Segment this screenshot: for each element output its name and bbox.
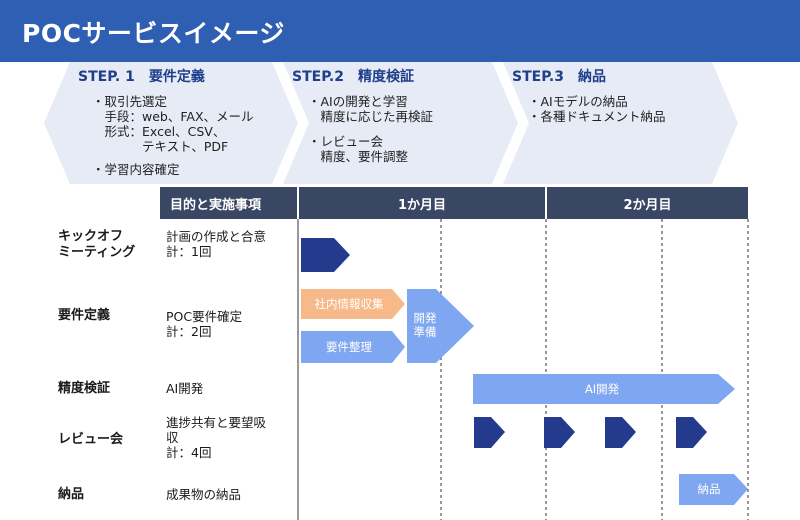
row-label-accuracy: 精度検証	[58, 381, 111, 396]
row-label-delivery: 納品	[58, 487, 85, 502]
delivery-label: 納品	[697, 482, 721, 496]
req-organize-bar	[301, 331, 405, 363]
step2-line: 精度、要件調整	[308, 149, 409, 164]
row-label-review: レビュー会	[58, 432, 124, 447]
dev-prep-label: 開発 準備	[413, 311, 437, 339]
info-collect-bar	[301, 289, 405, 319]
review-marker	[544, 417, 575, 448]
req-organize-label: 要件整理	[326, 340, 372, 354]
review-marker	[676, 417, 707, 448]
info-collect-label: 社内情報収集	[314, 297, 384, 311]
row-desc-requirements: POC要件確定 計：2回	[166, 309, 243, 339]
step1-title: STEP. 1 要件定義	[78, 69, 205, 85]
step3-chevron	[503, 62, 738, 184]
header-month2: 2か月目	[547, 187, 748, 219]
step2-text: ・AIの開発と学習 精度に応じた再検証 ・レビュー会 精度、要件調整	[308, 94, 433, 164]
row-label-requirements: 要件定義	[58, 308, 111, 323]
step1-line: テキスト、PDF	[92, 139, 229, 154]
row-desc-review: 進捗共有と要望吸 収 計：4回	[166, 415, 267, 460]
review-marker	[474, 417, 505, 448]
kickoff-marker	[301, 238, 350, 272]
step2-line: ・AIの開発と学習	[308, 94, 408, 109]
step1-line: 形式：Excel、CSV、	[92, 124, 226, 139]
row-label-kickoff: キックオフ ミーティング	[58, 229, 136, 260]
step1-line: ・取引先選定	[92, 94, 168, 109]
step2-title: STEP.2 精度検証	[292, 69, 414, 85]
step3-title: STEP.3 納品	[512, 69, 606, 85]
step1-text: ・取引先選定 手段：web、FAX、メール 形式：Excel、CSV、 テキスト…	[92, 94, 254, 177]
step2-line: ・レビュー会	[308, 134, 384, 149]
step1-chevron	[44, 62, 298, 184]
dev-prep-bar	[407, 289, 474, 363]
step3-line: ・AIモデルの納品	[528, 94, 628, 109]
step1-line: ・学習内容確定	[92, 162, 180, 177]
delivery-bar	[679, 474, 748, 505]
page-title: POCサービスイメージ	[22, 19, 285, 48]
ai-dev-label: AI開発	[584, 382, 620, 396]
title-banner: POCサービスイメージ	[0, 0, 800, 62]
steps-chevron-band	[44, 62, 738, 184]
review-marker	[605, 417, 636, 448]
step2-chevron	[283, 62, 518, 184]
row-desc-accuracy: AI開発	[166, 381, 204, 396]
header-month1: 1か月目	[299, 187, 545, 219]
row-desc-delivery: 成果物の納品	[166, 487, 242, 502]
ai-dev-bar	[473, 374, 735, 404]
step1-line: 手段：web、FAX、メール	[92, 109, 254, 124]
header-purpose: 目的と実施事項	[160, 187, 297, 219]
step3-text: ・AIモデルの納品 ・各種ドキュメント納品	[528, 94, 666, 124]
step3-line: ・各種ドキュメント納品	[528, 109, 666, 124]
row-desc-kickoff: 計画の作成と合意 計：1回	[166, 229, 267, 259]
step2-line: 精度に応じた再検証	[308, 109, 434, 124]
